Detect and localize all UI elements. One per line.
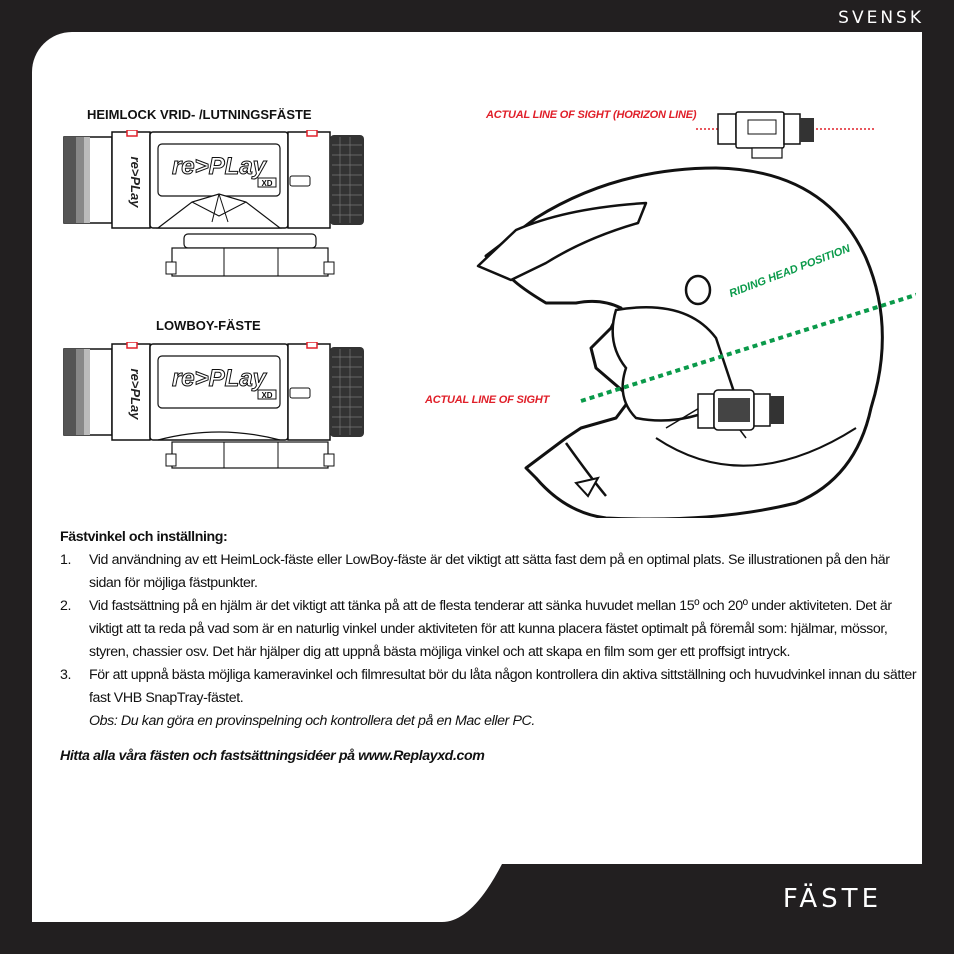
- heimlock-camera-illustration: re>PLay re>PLay XD: [63, 130, 364, 277]
- footer-link-text: Hitta alla våra fästen och fastsättnings…: [60, 748, 485, 764]
- language-label: SVENSK: [838, 8, 924, 28]
- list-text: Vid användning av ett HeimLock-fäste ell…: [89, 552, 890, 591]
- list-number: 1.: [60, 552, 72, 568]
- instructions-block: Fästvinkel och inställning: 1. Vid använ…: [60, 526, 920, 768]
- section-title: FÄSTE: [782, 884, 882, 914]
- helmet-chin-camera: [697, 389, 784, 431]
- camera-brand-logo: re>PLay: [172, 153, 268, 180]
- list-text: För att uppnå bästa möjliga kameravinkel…: [89, 667, 917, 706]
- lowboy-mount-label: LOWBOY-FÄSTE: [156, 318, 261, 333]
- camera-brand-logo: re>PLay: [172, 365, 268, 392]
- camera-badge: XD: [261, 391, 272, 400]
- content-page: HEIMLOCK VRID- /LUTNINGSFÄSTE re>PLay re…: [32, 32, 922, 922]
- instructions-heading: Fästvinkel och inställning:: [60, 529, 228, 545]
- helmet-illustration: [476, 111, 916, 518]
- lowboy-camera-illustration: re>PLay re>PLay XD: [63, 342, 364, 469]
- list-number: 3.: [60, 667, 72, 683]
- camera-side-logo: re>PLay: [128, 157, 143, 209]
- horizon-line-label: ACTUAL LINE OF SIGHT (HORIZON LINE): [486, 109, 697, 121]
- list-item: 3. För att uppnå bästa möjliga kameravin…: [60, 664, 920, 733]
- heimlock-mount-label: HEIMLOCK VRID- /LUTNINGSFÄSTE: [87, 107, 312, 122]
- list-number: 2.: [60, 598, 72, 614]
- helmet-top-camera: [717, 111, 814, 159]
- list-text: Vid fastsättning på en hjälm är det vikt…: [89, 598, 892, 660]
- list-note: Obs: Du kan göra en provinspelning och k…: [89, 713, 535, 729]
- camera-side-logo: re>PLay: [128, 369, 143, 421]
- sight-line-label: ACTUAL LINE OF SIGHT: [425, 394, 550, 406]
- list-item: 1. Vid användning av ett HeimLock-fäste …: [60, 549, 920, 595]
- list-item: 2. Vid fastsättning på en hjälm är det v…: [60, 595, 920, 664]
- instructions-list: 1. Vid användning av ett HeimLock-fäste …: [60, 549, 920, 733]
- corner-tab: [442, 864, 922, 922]
- camera-badge: XD: [261, 179, 272, 188]
